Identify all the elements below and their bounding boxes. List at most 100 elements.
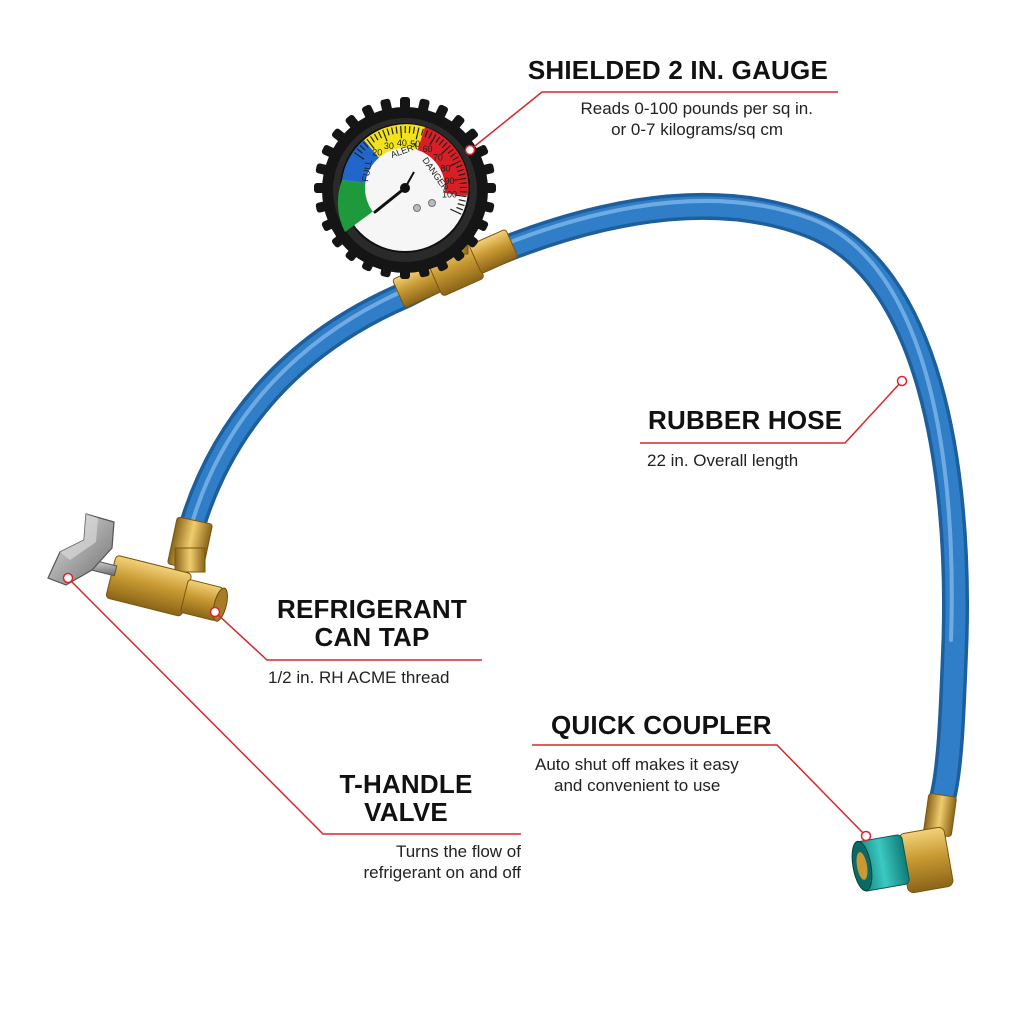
gauge-title: SHIELDED 2 IN. GAUGE — [527, 55, 828, 85]
gauge-tick — [415, 127, 420, 140]
gauge-scale-number: 20 — [372, 148, 382, 158]
gauge-scale-number: 60 — [422, 144, 432, 154]
gauge-tick — [454, 177, 467, 181]
gauge-desc-line2: or 0-7 kilograms/sq cm — [611, 120, 783, 139]
leader-coupler — [532, 744, 867, 837]
shield-rib — [315, 200, 331, 213]
gauge-tick — [428, 131, 433, 139]
shield-rib — [473, 217, 489, 231]
hose-title: RUBBER HOSE — [648, 405, 843, 435]
leader-lines — [67, 91, 903, 837]
dot-hose — [896, 375, 908, 387]
t-handle-title-line2: VALVE — [364, 797, 448, 827]
gauge-label-full: FULL — [360, 159, 374, 182]
can-tap-desc: 1/2 in. RH ACME thread — [268, 668, 450, 687]
t-handle-desc-line2: refrigerant on and off — [363, 863, 521, 882]
dot-t-handle — [62, 572, 74, 584]
gauge-tick — [412, 126, 416, 134]
gauge-tick — [454, 194, 467, 198]
gauge-tick — [424, 130, 429, 138]
leader-hose — [640, 380, 903, 444]
shield-rib — [400, 97, 410, 111]
leader-can-tap — [214, 611, 482, 661]
quick-coupler — [851, 793, 957, 894]
gauge-tick — [395, 126, 398, 134]
shield-rib — [400, 265, 410, 279]
gauge-tick — [362, 141, 369, 148]
dot-can-tap — [209, 606, 221, 618]
gauge-tick — [390, 127, 394, 135]
gauge-tick — [438, 139, 445, 146]
shield-rib — [463, 233, 479, 248]
gauge-tick — [449, 152, 457, 158]
shield-rib — [362, 104, 376, 120]
gauge-tick — [370, 136, 375, 143]
coupler-title: QUICK COUPLER — [551, 710, 772, 740]
gauge-tick — [386, 128, 390, 136]
rubber-hose — [174, 193, 969, 814]
dot-coupler — [860, 830, 872, 842]
gauge-tick — [457, 203, 465, 207]
shield-rib — [417, 262, 430, 278]
shield-rib — [479, 163, 495, 176]
gauge-scale-number: 90 — [444, 176, 454, 186]
gauge-tick — [373, 133, 379, 141]
gauge-tick — [408, 126, 411, 134]
shield-rib — [473, 145, 489, 159]
coupler-desc-line1: Auto shut off makes it easy — [535, 755, 739, 774]
shield-rib — [380, 262, 393, 278]
shield-rib — [434, 256, 448, 272]
gauge-tick — [359, 144, 366, 151]
gauge-tick — [449, 160, 461, 167]
gauge-tick — [435, 136, 441, 143]
t-handle-title-line1: T-HANDLE — [339, 769, 473, 799]
leader-t-handle — [67, 577, 521, 835]
gauge-tick — [366, 138, 375, 149]
gauge-scale-number: 40 — [397, 138, 407, 148]
shield-rib — [417, 98, 430, 114]
shield-rib — [450, 114, 465, 130]
can-tap-title-line2: CAN TAP — [314, 622, 430, 652]
shield-rib — [315, 163, 331, 176]
gauge-tick — [459, 182, 467, 185]
gauge-scale-number: 80 — [440, 163, 450, 173]
shield-rib — [321, 217, 337, 231]
gauge-tick — [441, 145, 451, 155]
can-tap-title-line1: REFRIGERANT — [277, 594, 467, 624]
gauge-tick — [447, 148, 454, 155]
gauge-tick — [450, 208, 462, 215]
shield-rib — [479, 200, 495, 213]
shield-rib — [321, 145, 337, 159]
coupler-desc-line2: and convenient to use — [554, 776, 721, 795]
shield-rib — [345, 114, 360, 130]
leader-gauge — [469, 91, 838, 151]
gauge-desc-line1: Reads 0-100 pounds per sq in. — [580, 99, 814, 118]
gauge-tick — [429, 134, 437, 145]
hose-desc: 22 in. Overall length — [647, 451, 799, 470]
gauge-tick — [400, 126, 403, 139]
gauge-scale-number: 70 — [433, 152, 443, 162]
gauge-tick — [458, 173, 466, 176]
shield-rib — [331, 233, 347, 248]
gauge-scale-number: 100 — [442, 189, 457, 199]
gauge-tick — [420, 128, 424, 136]
shield-rib — [345, 246, 360, 262]
shield-rib — [331, 128, 347, 143]
gauge-tick — [378, 131, 383, 139]
gauge-tick — [455, 164, 463, 169]
gauge-tick — [458, 199, 466, 202]
leader-dots — [62, 144, 908, 842]
gauge-tick — [382, 129, 388, 142]
gauge-tick — [456, 206, 464, 211]
gauge-tick — [457, 168, 465, 173]
gauge-scale-number: 30 — [384, 141, 394, 151]
shield-rib — [434, 104, 448, 120]
dot-gauge — [464, 144, 476, 156]
gauge-tick — [353, 151, 365, 160]
gauge-tick — [452, 156, 459, 161]
shield-rib — [362, 256, 376, 272]
gauge-tick — [441, 142, 448, 149]
shield-rib — [482, 183, 496, 193]
